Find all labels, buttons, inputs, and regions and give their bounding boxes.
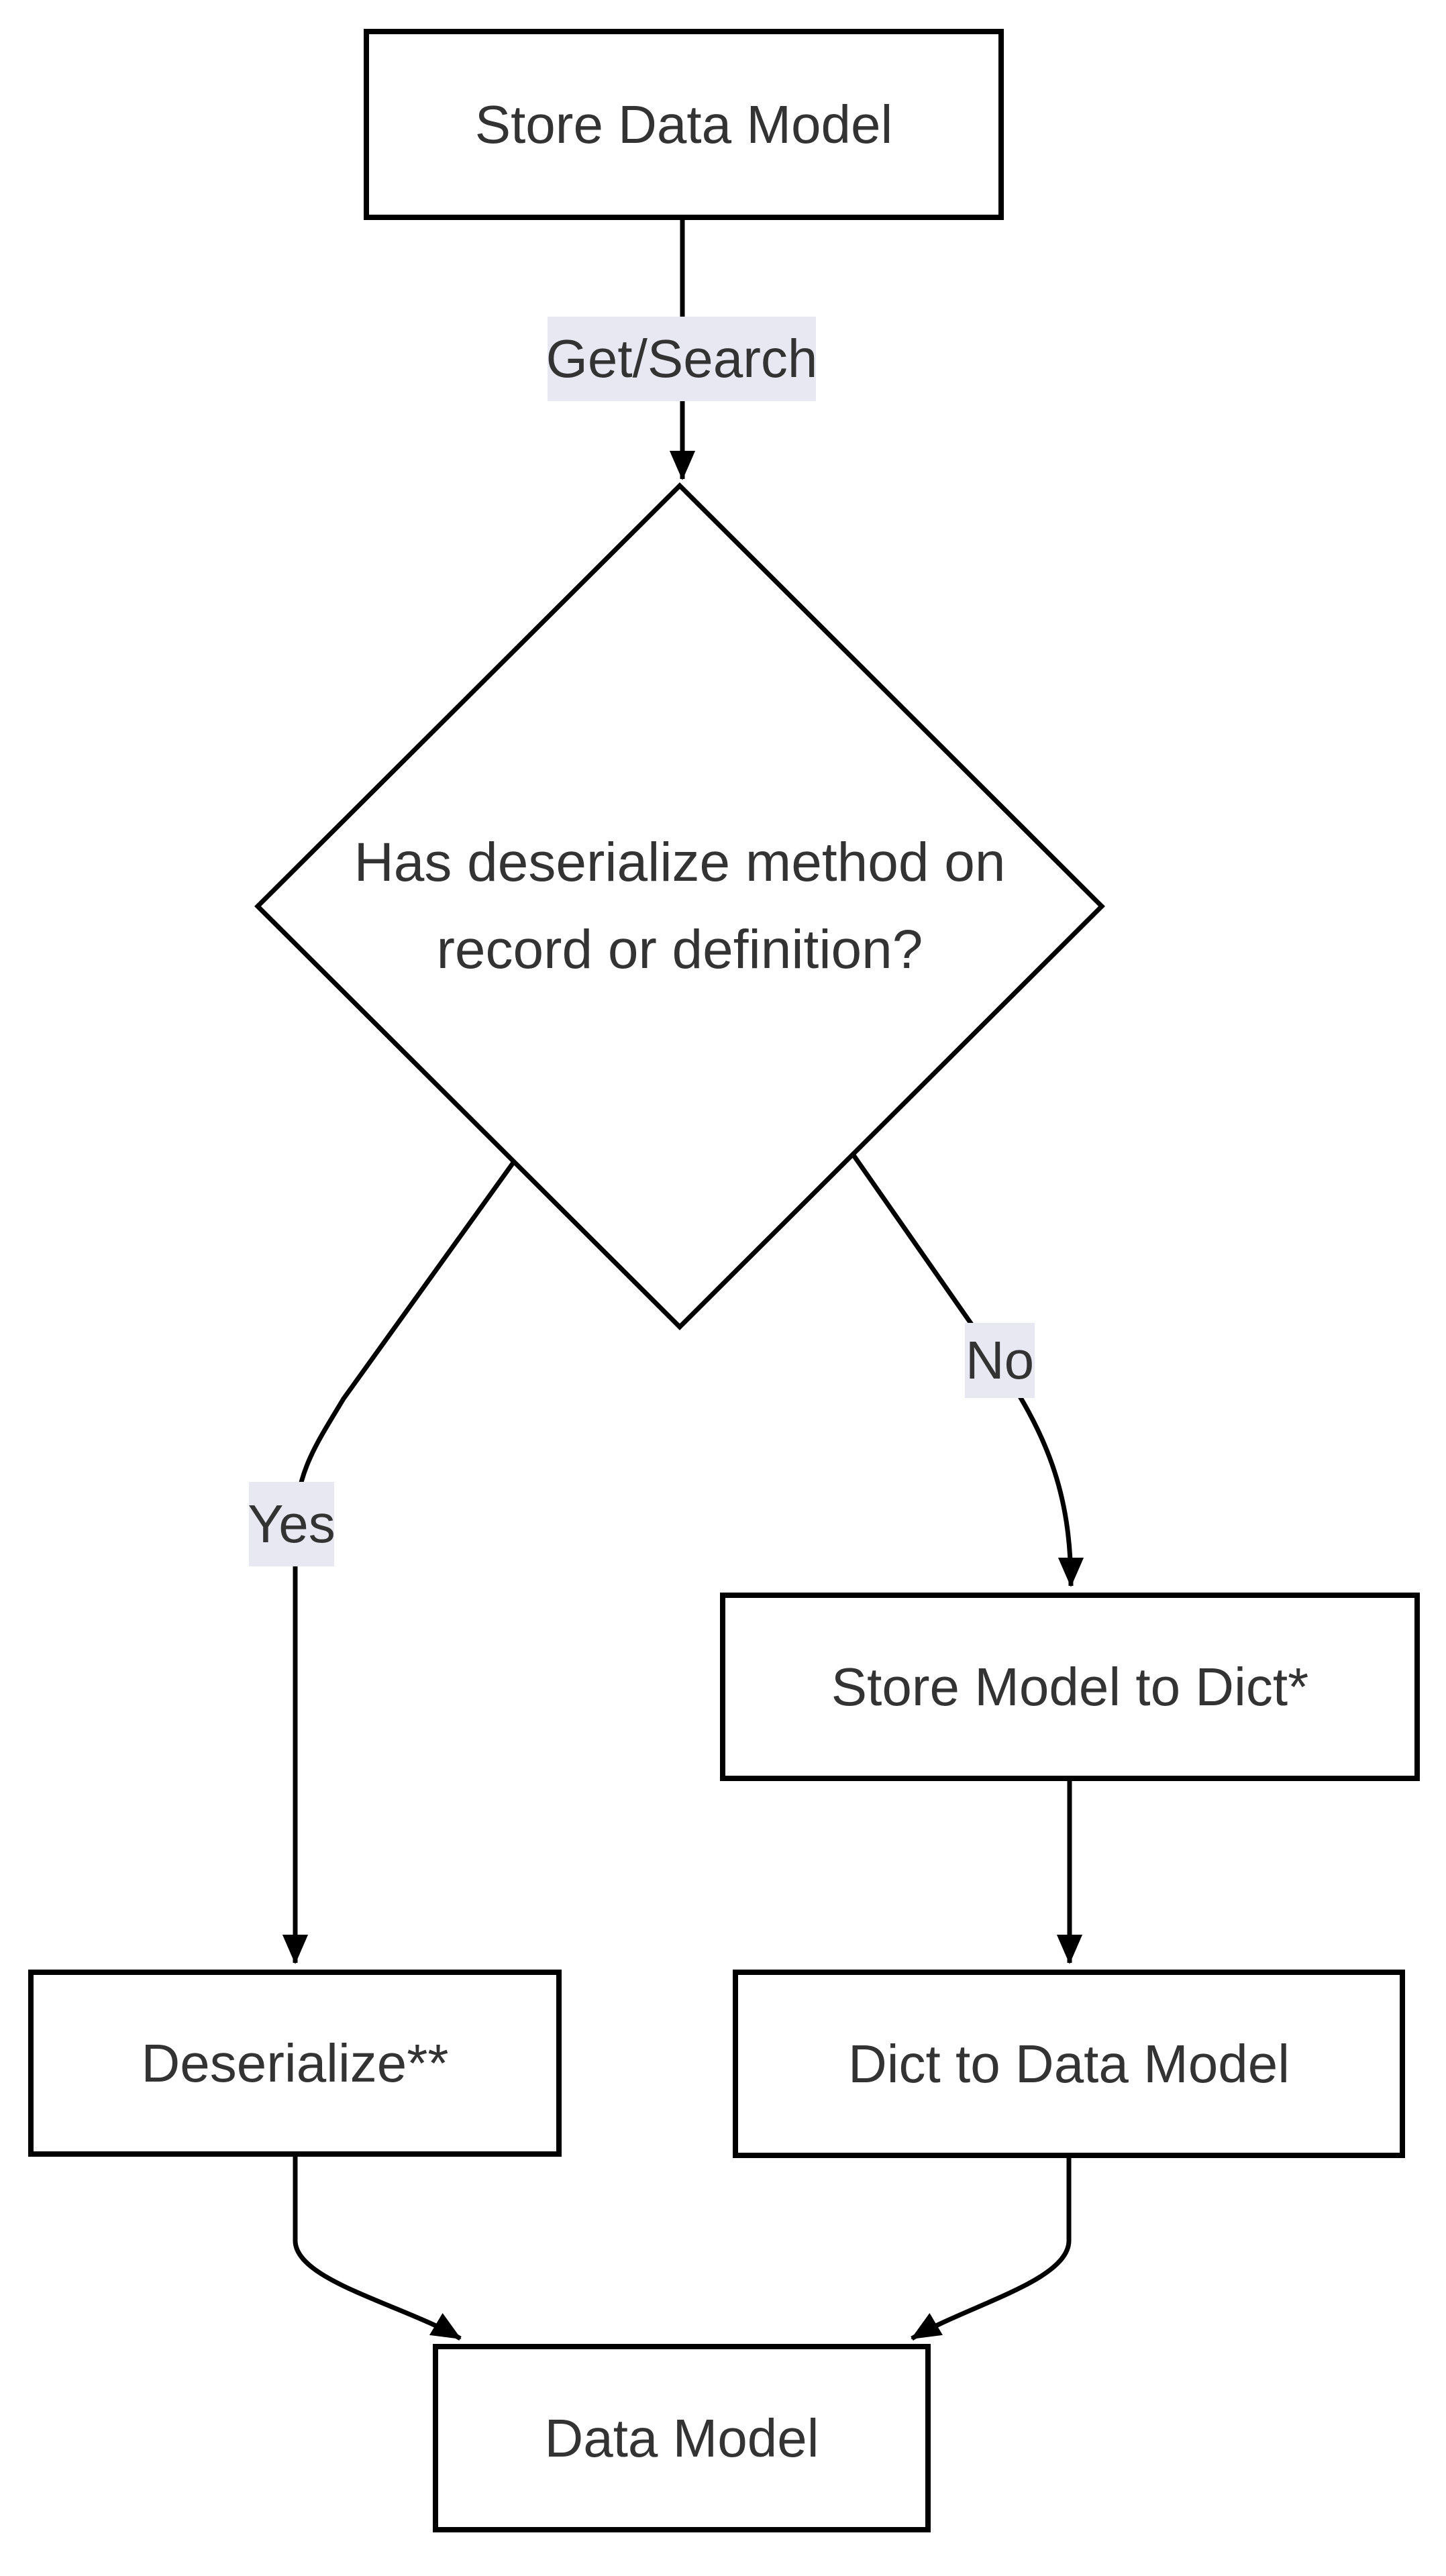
node-dict-to-data-model-label: Dict to Data Model	[847, 2033, 1290, 2094]
decision-diamond-shape	[254, 482, 1105, 1330]
edge-label-yes: Yes	[248, 1482, 335, 1566]
edge-dict-to-data-model-to-data-model	[911, 2158, 1072, 2341]
node-store-data-model-label: Store Data Model	[474, 94, 893, 154]
node-decision-label-line2: record or definition?	[436, 919, 923, 980]
edge-decision-to-store-model-no	[851, 1153, 1084, 1587]
node-store-model-to-dict-label: Store Model to Dict*	[831, 1656, 1309, 1717]
edge-label-no: No	[965, 1323, 1035, 1398]
node-decision-label-line1: Has deserialize method on	[354, 832, 1006, 893]
node-deserialize: Deserialize**	[28, 1970, 562, 2157]
node-decision-label: Has deserialize method on record or defi…	[311, 812, 1049, 1000]
node-deserialize-label: Deserialize**	[141, 2033, 449, 2093]
node-data-model: Data Model	[433, 2344, 931, 2532]
node-store-model-to-dict: Store Model to Dict*	[720, 1593, 1420, 1781]
node-data-model-label: Data Model	[544, 2408, 819, 2468]
edge-deserialize-to-data-model	[293, 2157, 462, 2341]
edge-label-get-search: Get/Search	[546, 317, 817, 401]
node-dict-to-data-model: Dict to Data Model	[733, 1970, 1405, 2158]
node-store-data-model: Store Data Model	[364, 29, 1004, 220]
